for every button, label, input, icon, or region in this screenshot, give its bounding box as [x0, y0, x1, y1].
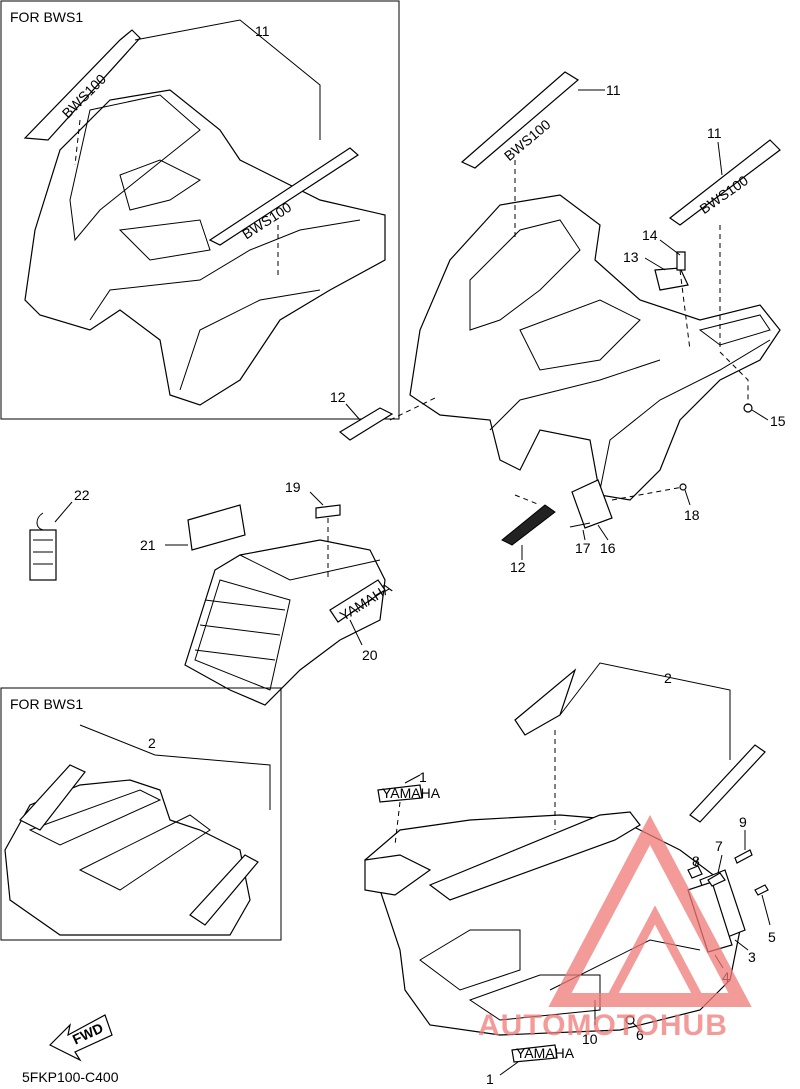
callout-2-inset: 2: [148, 735, 156, 751]
part-8-collar: [687, 865, 703, 879]
callout-12-lower: 12: [510, 559, 526, 575]
callout-11-top: 11: [606, 82, 621, 98]
part-12-lower: [501, 504, 556, 546]
bws-decal-inset-left: [23, 29, 141, 141]
rear-mudflap: [364, 854, 432, 896]
inset-bottom-label: FOR BWS1: [10, 696, 83, 712]
callout-1-top: 1: [419, 769, 427, 785]
part-9-bolt: [734, 849, 753, 864]
callout-7: 7: [715, 838, 723, 854]
decal-2-right: [689, 744, 766, 823]
callout-21: 21: [140, 537, 156, 553]
part-1-badge-bottom: [511, 1044, 558, 1063]
callout-16: 16: [600, 540, 616, 556]
fwd-arrow-icon: FWD: [48, 1014, 113, 1062]
part-19-label: [315, 504, 341, 519]
part-15-grommet: [743, 403, 753, 413]
callout-3: 3: [748, 949, 756, 965]
inset-top-label: FOR BWS1: [10, 9, 83, 25]
part-1-badge-top: [377, 784, 423, 803]
callout-20: 20: [362, 647, 378, 663]
callout-2-main: 2: [664, 670, 672, 686]
part-5-screw: [754, 884, 769, 896]
callout-19: 19: [285, 479, 301, 495]
callout-1-bottom: 1: [486, 1071, 494, 1087]
callout-5: 5: [768, 929, 776, 945]
callout-18: 18: [684, 507, 700, 523]
headlight-cover-assembly: YAMAHA 20 19 21: [140, 479, 395, 706]
callout-9: 9: [739, 814, 747, 830]
bws-decal-inset-right: [208, 147, 359, 246]
part-1-badge-bottom-text: YAMAHA: [516, 1045, 575, 1061]
diagram-code: 5FKP100-C400: [22, 1069, 119, 1085]
part-12-upper: [338, 407, 394, 441]
callout-8: 8: [692, 853, 700, 869]
part-21-label: [187, 504, 246, 551]
callout-11-right: 11: [707, 125, 722, 141]
inset-box-bottom: FOR BWS1 2: [0, 687, 282, 941]
part-7-bracket: [707, 872, 726, 887]
callout-17: 17: [575, 540, 591, 556]
watermark-text: AUTOMOTOHUB: [478, 1009, 728, 1042]
part-16-plate: [571, 479, 613, 529]
part-6-nut: [625, 1015, 635, 1025]
watermark-logo: AUTOMOTOHUB: [478, 815, 752, 1042]
decal-11-top: [460, 71, 580, 169]
callout-14: 14: [642, 227, 658, 243]
part-20-badge: [329, 579, 386, 623]
part-13-pad: [654, 267, 689, 291]
callout-15: 15: [770, 413, 786, 429]
callout-12-upper: 12: [330, 389, 346, 405]
callout-22: 22: [74, 487, 90, 503]
decal-2-top: [514, 668, 577, 736]
inset-box-top: FOR BWS1 BWS100 BWS100 11: [0, 0, 400, 420]
part-14-bolt: [676, 251, 686, 271]
part-1-badge-top-text: YAMAHA: [382, 785, 441, 801]
bottom-inset-decal-right: [189, 854, 259, 926]
front-fender-assembly: BWS100 11 BWS100 11 13 14 15 12 12: [330, 71, 786, 575]
callout-10: 10: [582, 1031, 598, 1047]
callout-6: 6: [636, 1027, 644, 1043]
bottom-inset-decal-left: [19, 764, 86, 831]
rear-fender-assembly: 2 YAMAHA 1 YAMAHA 1 3 4 5 6 7 8 9 10: [364, 662, 776, 1087]
part-22-tag: 22: [29, 487, 90, 581]
rear-carrier-bar: [428, 811, 641, 901]
callout-11-inset: 11: [255, 23, 270, 39]
decal-11-right: [668, 139, 781, 226]
callout-13: 13: [623, 249, 639, 265]
